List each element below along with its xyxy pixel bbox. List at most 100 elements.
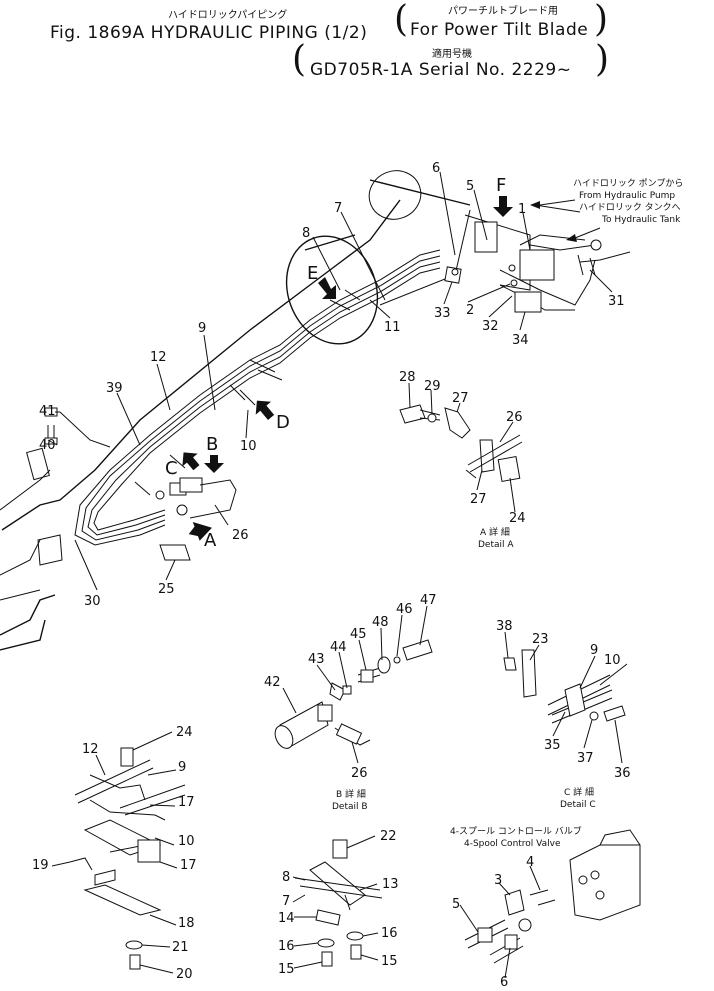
callout-5-valve: 5 bbox=[452, 897, 460, 912]
top-valve-assembly bbox=[444, 204, 631, 313]
callout-21: 21 bbox=[172, 940, 189, 955]
detail-c: Detail C bbox=[560, 800, 596, 810]
paren-open: ( bbox=[394, 0, 409, 40]
callout-16-right: 16 bbox=[381, 926, 398, 941]
callout-43: 43 bbox=[308, 652, 325, 667]
callout-13: 13 bbox=[382, 877, 399, 892]
view-letter-e: E bbox=[307, 263, 318, 284]
callout-41: 41 bbox=[39, 404, 56, 419]
paren-open-2: ( bbox=[292, 39, 307, 80]
callout-3: 3 bbox=[494, 873, 502, 888]
jp-title: ハイドロリックパイピング bbox=[168, 10, 288, 21]
callout-12: 12 bbox=[150, 350, 167, 365]
callout-39: 39 bbox=[106, 381, 123, 396]
detail-c-jp: C 詳 細 bbox=[564, 786, 594, 798]
jp-serial-label: 適用号機 bbox=[432, 49, 472, 60]
paren-close-2: ) bbox=[595, 39, 610, 80]
leader-lines bbox=[47, 171, 628, 979]
detail-b bbox=[274, 639, 433, 749]
serial-text: GD705R-1A Serial No. 2229~ bbox=[310, 60, 572, 80]
lower-left-clamp bbox=[155, 477, 237, 561]
callout-30: 30 bbox=[84, 594, 101, 609]
callout-38: 38 bbox=[496, 619, 513, 634]
detail-a-jp: A 詳 細 bbox=[480, 526, 510, 538]
callout-46: 46 bbox=[396, 602, 413, 617]
callout-26-detail-b: 26 bbox=[351, 766, 368, 781]
callout-26-main: 26 bbox=[232, 528, 249, 543]
callout-5: 5 bbox=[466, 179, 474, 194]
detail-c bbox=[503, 649, 626, 724]
callout-10: 10 bbox=[240, 439, 257, 454]
application-text: For Power Tilt Blade bbox=[410, 20, 589, 40]
view-arrows bbox=[182, 196, 513, 541]
callout-9: 9 bbox=[198, 321, 206, 336]
callout-9-clamp: 9 bbox=[178, 760, 186, 775]
callout-10-clamp: 10 bbox=[178, 834, 195, 849]
detail-a bbox=[399, 404, 523, 482]
callout-11: 11 bbox=[384, 320, 401, 335]
callout-18: 18 bbox=[178, 916, 195, 931]
detail-b: Detail B bbox=[332, 802, 368, 812]
callout-32: 32 bbox=[482, 319, 499, 334]
detail-bottom-center bbox=[294, 839, 383, 967]
callout-26-detail-a: 26 bbox=[506, 410, 523, 425]
to-tank-jp: ハイドロリック タンクへ bbox=[579, 202, 681, 213]
callout-20: 20 bbox=[176, 967, 193, 982]
figure-title: Fig. 1869A HYDRAULIC PIPING (1/2) bbox=[50, 23, 368, 43]
callout-6: 6 bbox=[432, 161, 440, 176]
jp-application: パワーチルトブレード用 bbox=[448, 6, 558, 17]
callout-7: 7 bbox=[334, 201, 342, 216]
callout-8: 8 bbox=[302, 226, 310, 241]
callout-7-bottom: 7 bbox=[282, 894, 290, 909]
paren-close: ) bbox=[594, 0, 609, 40]
callout-48: 48 bbox=[372, 615, 389, 630]
callout-27-bottom: 27 bbox=[470, 492, 487, 507]
arrow-b bbox=[204, 455, 224, 473]
view-letter-b: B bbox=[206, 434, 218, 455]
arrow-d bbox=[255, 400, 275, 420]
callout-33: 33 bbox=[434, 306, 451, 321]
callout-12-clamp: 12 bbox=[82, 742, 99, 757]
callout-40: 40 bbox=[39, 438, 56, 453]
callout-14: 14 bbox=[278, 911, 295, 926]
callout-2: 2 bbox=[466, 303, 474, 318]
callout-42: 42 bbox=[264, 675, 281, 690]
detail-clamp-stack bbox=[69, 747, 186, 970]
callout-15-left: 15 bbox=[278, 962, 295, 977]
view-letter-c: C bbox=[165, 458, 178, 479]
detail-captions: A 詳 細 Detail A B 詳 細 Detail B C 詳 細 Deta… bbox=[332, 526, 596, 812]
from-pump-jp: ハイドロリック ポンプから bbox=[573, 178, 683, 189]
valve-jp: 4-スプール コントロール バルブ bbox=[450, 825, 582, 837]
from-pump: From Hydraulic Pump bbox=[579, 191, 675, 201]
callout-44: 44 bbox=[330, 640, 347, 655]
callout-35: 35 bbox=[544, 738, 561, 753]
detail-a: Detail A bbox=[478, 540, 514, 550]
callout-47: 47 bbox=[420, 593, 437, 608]
valve: 4-Spool Control Valve bbox=[464, 839, 561, 849]
callout-34: 34 bbox=[512, 333, 529, 348]
view-letter-labels: F E D B C A bbox=[165, 175, 506, 551]
callout-10-detail-c: 10 bbox=[604, 653, 621, 668]
callout-31: 31 bbox=[608, 294, 625, 309]
callout-27-top: 27 bbox=[452, 391, 469, 406]
four-spool-valve bbox=[464, 829, 641, 964]
view-letter-d: D bbox=[276, 412, 290, 433]
callout-23: 23 bbox=[532, 632, 549, 647]
arrow-e bbox=[318, 277, 336, 299]
arrow-c bbox=[182, 452, 200, 471]
callout-4: 4 bbox=[526, 855, 534, 870]
callout-24-clamp: 24 bbox=[176, 725, 193, 740]
callouts: 6 5 1 7 8 31 33 2 32 34 11 9 12 39 41 40… bbox=[32, 161, 631, 990]
callout-17-upper: 17 bbox=[178, 795, 195, 810]
to-tank: To Hydraulic Tank bbox=[601, 215, 681, 225]
callout-19: 19 bbox=[32, 858, 49, 873]
view-letter-a: A bbox=[204, 530, 217, 551]
callout-36: 36 bbox=[614, 766, 631, 781]
arrow-f bbox=[493, 196, 513, 217]
callout-22: 22 bbox=[380, 829, 397, 844]
view-letter-f: F bbox=[496, 175, 506, 196]
callout-37: 37 bbox=[577, 751, 594, 766]
callout-45: 45 bbox=[350, 627, 367, 642]
callout-25: 25 bbox=[158, 582, 175, 597]
